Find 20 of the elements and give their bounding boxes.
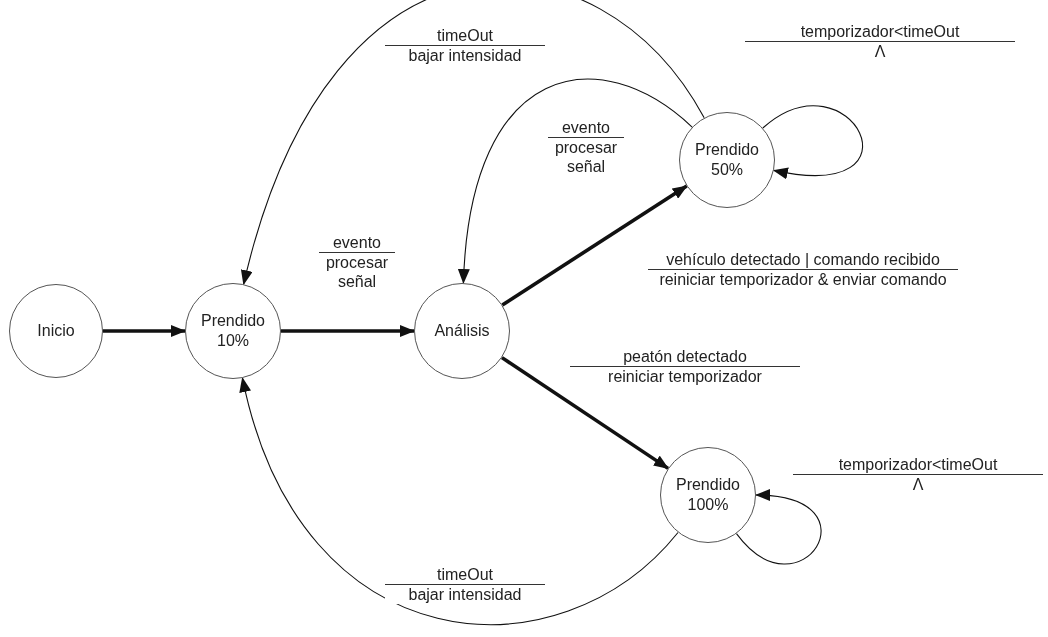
transition-arrow — [500, 356, 670, 470]
transition-condition: peatón detectado — [570, 347, 800, 367]
transition-arrow — [762, 105, 864, 179]
transition-condition: temporizador<timeOut — [793, 455, 1043, 475]
transition-condition: timeOut — [385, 26, 545, 46]
transition-arrow — [281, 325, 415, 337]
state-label: Prendido 100% — [674, 475, 741, 515]
transition-arrow — [241, 0, 705, 286]
transition-arrow — [501, 184, 688, 307]
transition-arrow — [240, 377, 679, 625]
state-label: Prendido 50% — [693, 140, 760, 180]
transition-condition: vehículo detectado | comando recibido — [648, 250, 958, 270]
transition-arrow — [458, 78, 693, 284]
state-label: Prendido 10% — [199, 311, 266, 351]
transition-arrow — [103, 325, 186, 337]
transition-condition: timeOut — [385, 565, 545, 585]
state-label: Análisis — [433, 321, 491, 341]
transition-condition: temporizador<timeOut — [745, 22, 1015, 42]
state-label: Inicio — [36, 321, 76, 341]
transition-arrow — [735, 490, 822, 565]
